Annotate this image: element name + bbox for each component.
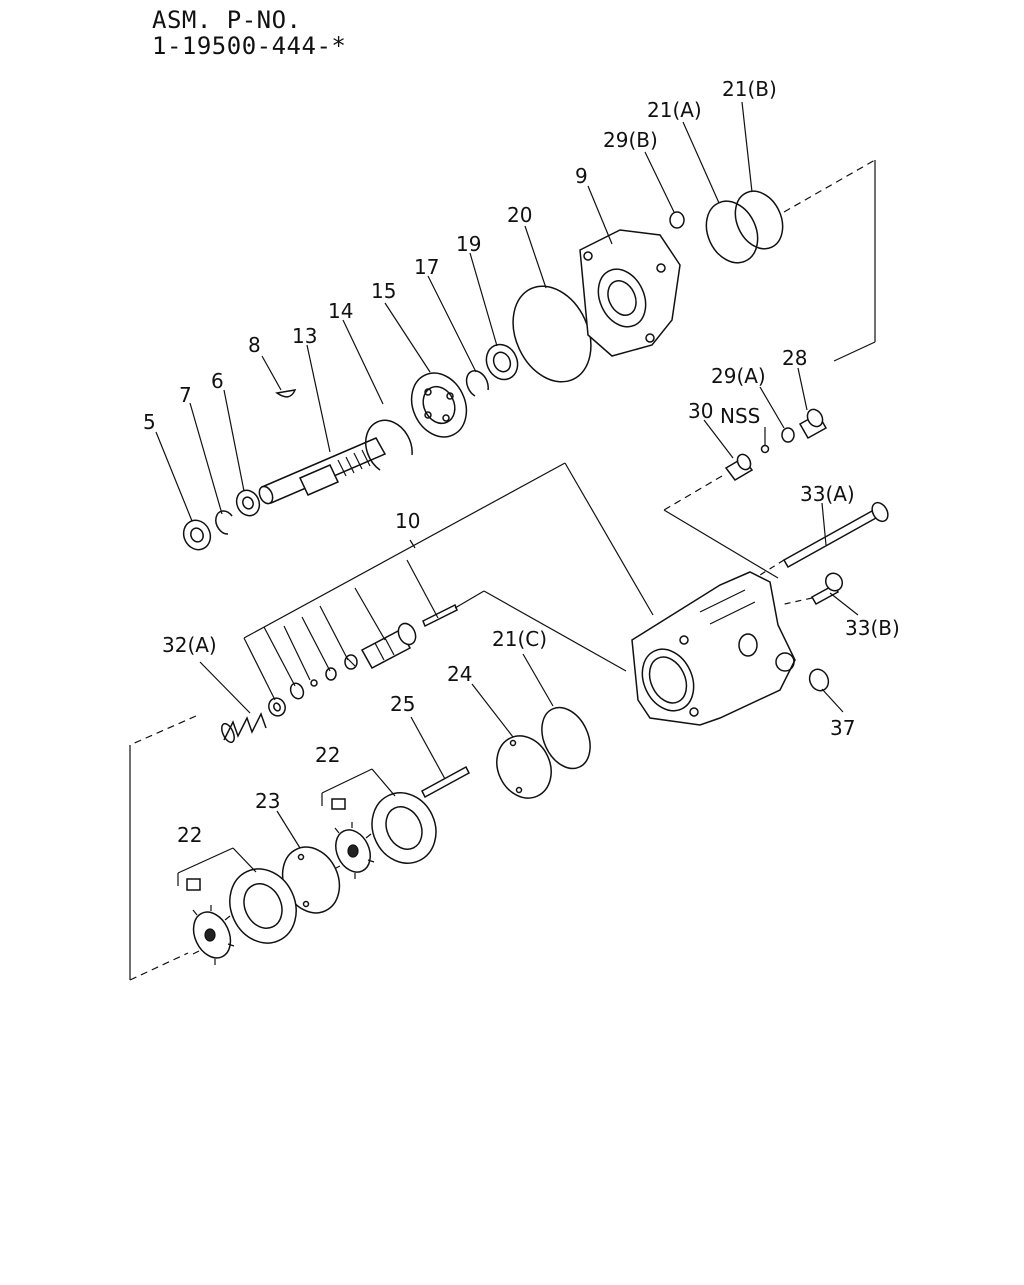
- callout-labels: 5 7 6 8 13 14 15 17 19 20 9 29(B) 21(A) …: [143, 77, 900, 847]
- callout-25: 25: [390, 692, 415, 716]
- front-cover-assembly-lines: [663, 159, 876, 606]
- part-15-ball-bearing: [410, 372, 468, 438]
- part-nss-ball: [760, 444, 770, 454]
- part-33b-bolt: [810, 572, 844, 606]
- part-22-cam-ring-lower: [229, 868, 297, 944]
- callout-22-upper: 22: [315, 743, 340, 767]
- callout-10: 10: [395, 509, 420, 533]
- callout-14: 14: [328, 299, 353, 323]
- part-5-nut: [182, 519, 212, 551]
- part-10-pin: [422, 603, 458, 628]
- callout-29a: 29(A): [711, 364, 766, 388]
- part-20-o-ring: [512, 285, 592, 383]
- callout-28: 28: [782, 346, 807, 370]
- callout-37: 37: [830, 716, 855, 740]
- callout-19: 19: [456, 232, 481, 256]
- part-10-plug: [268, 697, 286, 717]
- part-7-snap-ring: [215, 510, 233, 535]
- callout-21c: 21(C): [492, 627, 547, 651]
- callout-29b: 29(B): [603, 128, 658, 152]
- part-19-oil-seal: [485, 343, 519, 381]
- callout-23: 23: [255, 789, 280, 813]
- part-housing: [631, 571, 796, 726]
- part-9-front-cover: [579, 229, 681, 357]
- callout-7: 7: [179, 383, 192, 407]
- group-10-bracket: [243, 462, 654, 701]
- leader-lines: [155, 101, 859, 849]
- part-10-small-spring: [344, 654, 358, 670]
- part-24-side-plate: [496, 735, 552, 799]
- part-8-woodruff-key: [275, 389, 297, 398]
- part-10-valve-spool: [360, 622, 417, 670]
- part-21a-seal-ring: [705, 200, 759, 264]
- callout-24: 24: [447, 662, 472, 686]
- part-29b-o-ring: [669, 211, 685, 229]
- callout-30: 30: [688, 399, 713, 423]
- callout-21b: 21(B): [722, 77, 777, 101]
- callout-22-lower: 22: [177, 823, 202, 847]
- callout-9: 9: [575, 164, 588, 188]
- assembly-label: ASM. P-NO.: [152, 6, 302, 34]
- callout-8: 8: [248, 333, 261, 357]
- part-32a-spring: [221, 712, 267, 744]
- part-29a-o-ring: [781, 427, 795, 443]
- callout-33b: 33(B): [845, 616, 900, 640]
- callout-21a: 21(A): [647, 98, 702, 122]
- part-10-washer: [289, 682, 305, 700]
- part-10-small-spring-2: [325, 667, 337, 681]
- part-22-vane-lower: [186, 878, 201, 891]
- part-22-cam-ring-upper: [371, 792, 437, 864]
- part-22-rotor-lower: [192, 905, 235, 965]
- callout-15: 15: [371, 279, 396, 303]
- callout-32a: 32(A): [162, 633, 217, 657]
- part-25-pin: [421, 765, 470, 799]
- callout-13: 13: [292, 324, 317, 348]
- callout-17: 17: [414, 255, 439, 279]
- callout-5: 5: [143, 410, 156, 434]
- part-28-plug: [798, 408, 828, 440]
- part-33a-long-bolt: [782, 501, 889, 569]
- callout-33a: 33(A): [800, 482, 855, 506]
- part-17-snap-ring: [465, 370, 489, 397]
- pump-cartridge-bracket: [129, 715, 396, 981]
- part-37-o-ring: [808, 668, 830, 692]
- callout-20: 20: [507, 203, 532, 227]
- part-21b-seal-ring: [734, 190, 784, 250]
- part-30-plug: [724, 453, 754, 481]
- part-10-ball: [310, 679, 318, 687]
- part-21c-seal-ring: [541, 706, 591, 770]
- part-13-shaft: [258, 437, 387, 505]
- callout-nss: NSS: [720, 404, 760, 428]
- part-14-retaining-ring: [365, 419, 413, 471]
- part-22-vane-upper: [331, 798, 346, 810]
- callout-6: 6: [211, 369, 224, 393]
- part-6-washer: [235, 489, 261, 517]
- part-22-rotor-upper: [333, 822, 375, 879]
- assembly-part-number: 1-19500-444-*: [152, 32, 347, 60]
